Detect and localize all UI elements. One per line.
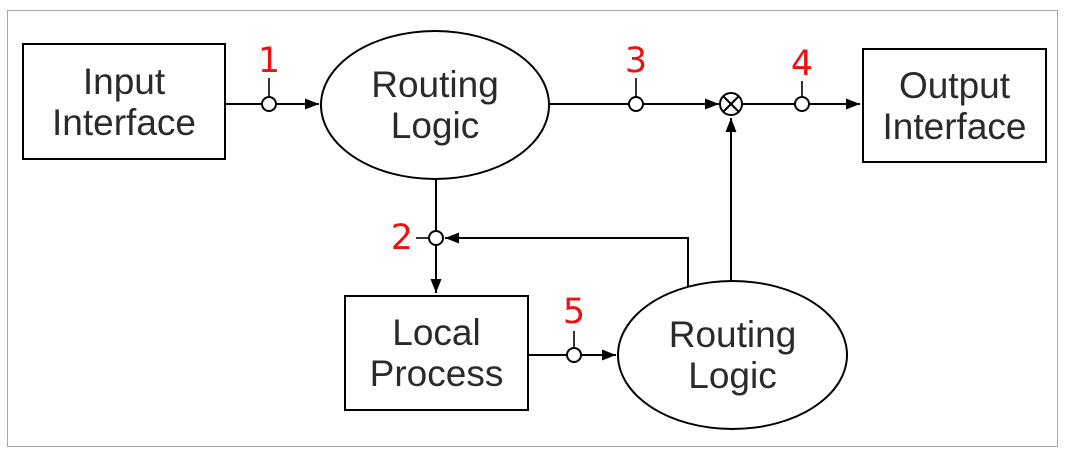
marker-1: 1 <box>257 41 281 81</box>
diagram-frame <box>7 10 1058 447</box>
node-routing-logic-bottom-label: Routing Logic <box>668 314 797 396</box>
node-input-interface: Input Interface <box>22 43 226 160</box>
marker-5: 5 <box>562 292 586 332</box>
marker-2: 2 <box>390 218 413 258</box>
connection-point-3 <box>628 96 644 112</box>
node-local-process-label: Local Process <box>369 312 504 394</box>
connection-point-4 <box>794 96 810 112</box>
marker-3: 3 <box>624 41 648 81</box>
circled-times-icon <box>719 92 743 116</box>
node-routing-logic-top-label: Routing Logic <box>371 64 499 146</box>
node-output-interface: Output Interface <box>862 48 1047 163</box>
node-local-process: Local Process <box>344 295 529 411</box>
node-output-interface-label: Output Interface <box>882 64 1027 147</box>
connection-point-2 <box>428 230 444 246</box>
connection-point-1 <box>261 96 277 112</box>
node-routing-logic-top: Routing Logic <box>320 30 550 180</box>
marker-4: 4 <box>790 44 814 84</box>
node-input-interface-label: Input Interface <box>52 60 196 143</box>
node-routing-logic-bottom: Routing Logic <box>617 280 848 430</box>
connection-point-5 <box>566 347 582 363</box>
edge-feedback-routing-bottom-to-marker-2 <box>445 232 689 294</box>
